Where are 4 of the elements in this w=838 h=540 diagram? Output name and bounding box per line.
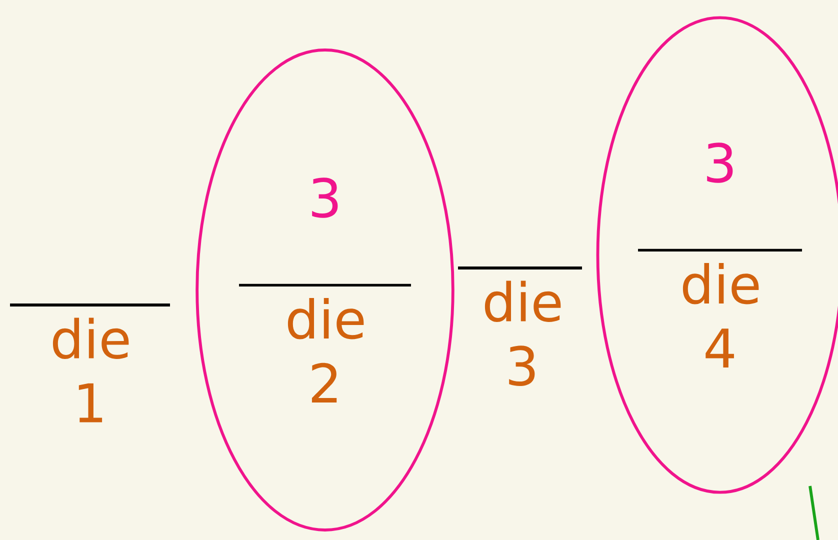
circled-fraction: 3 die 4 [596,16,838,494]
denominator-text: die 1 [52,318,129,422]
denominator-text: die 3 [484,280,561,386]
circled-fraction: 3 die 2 [196,48,454,532]
